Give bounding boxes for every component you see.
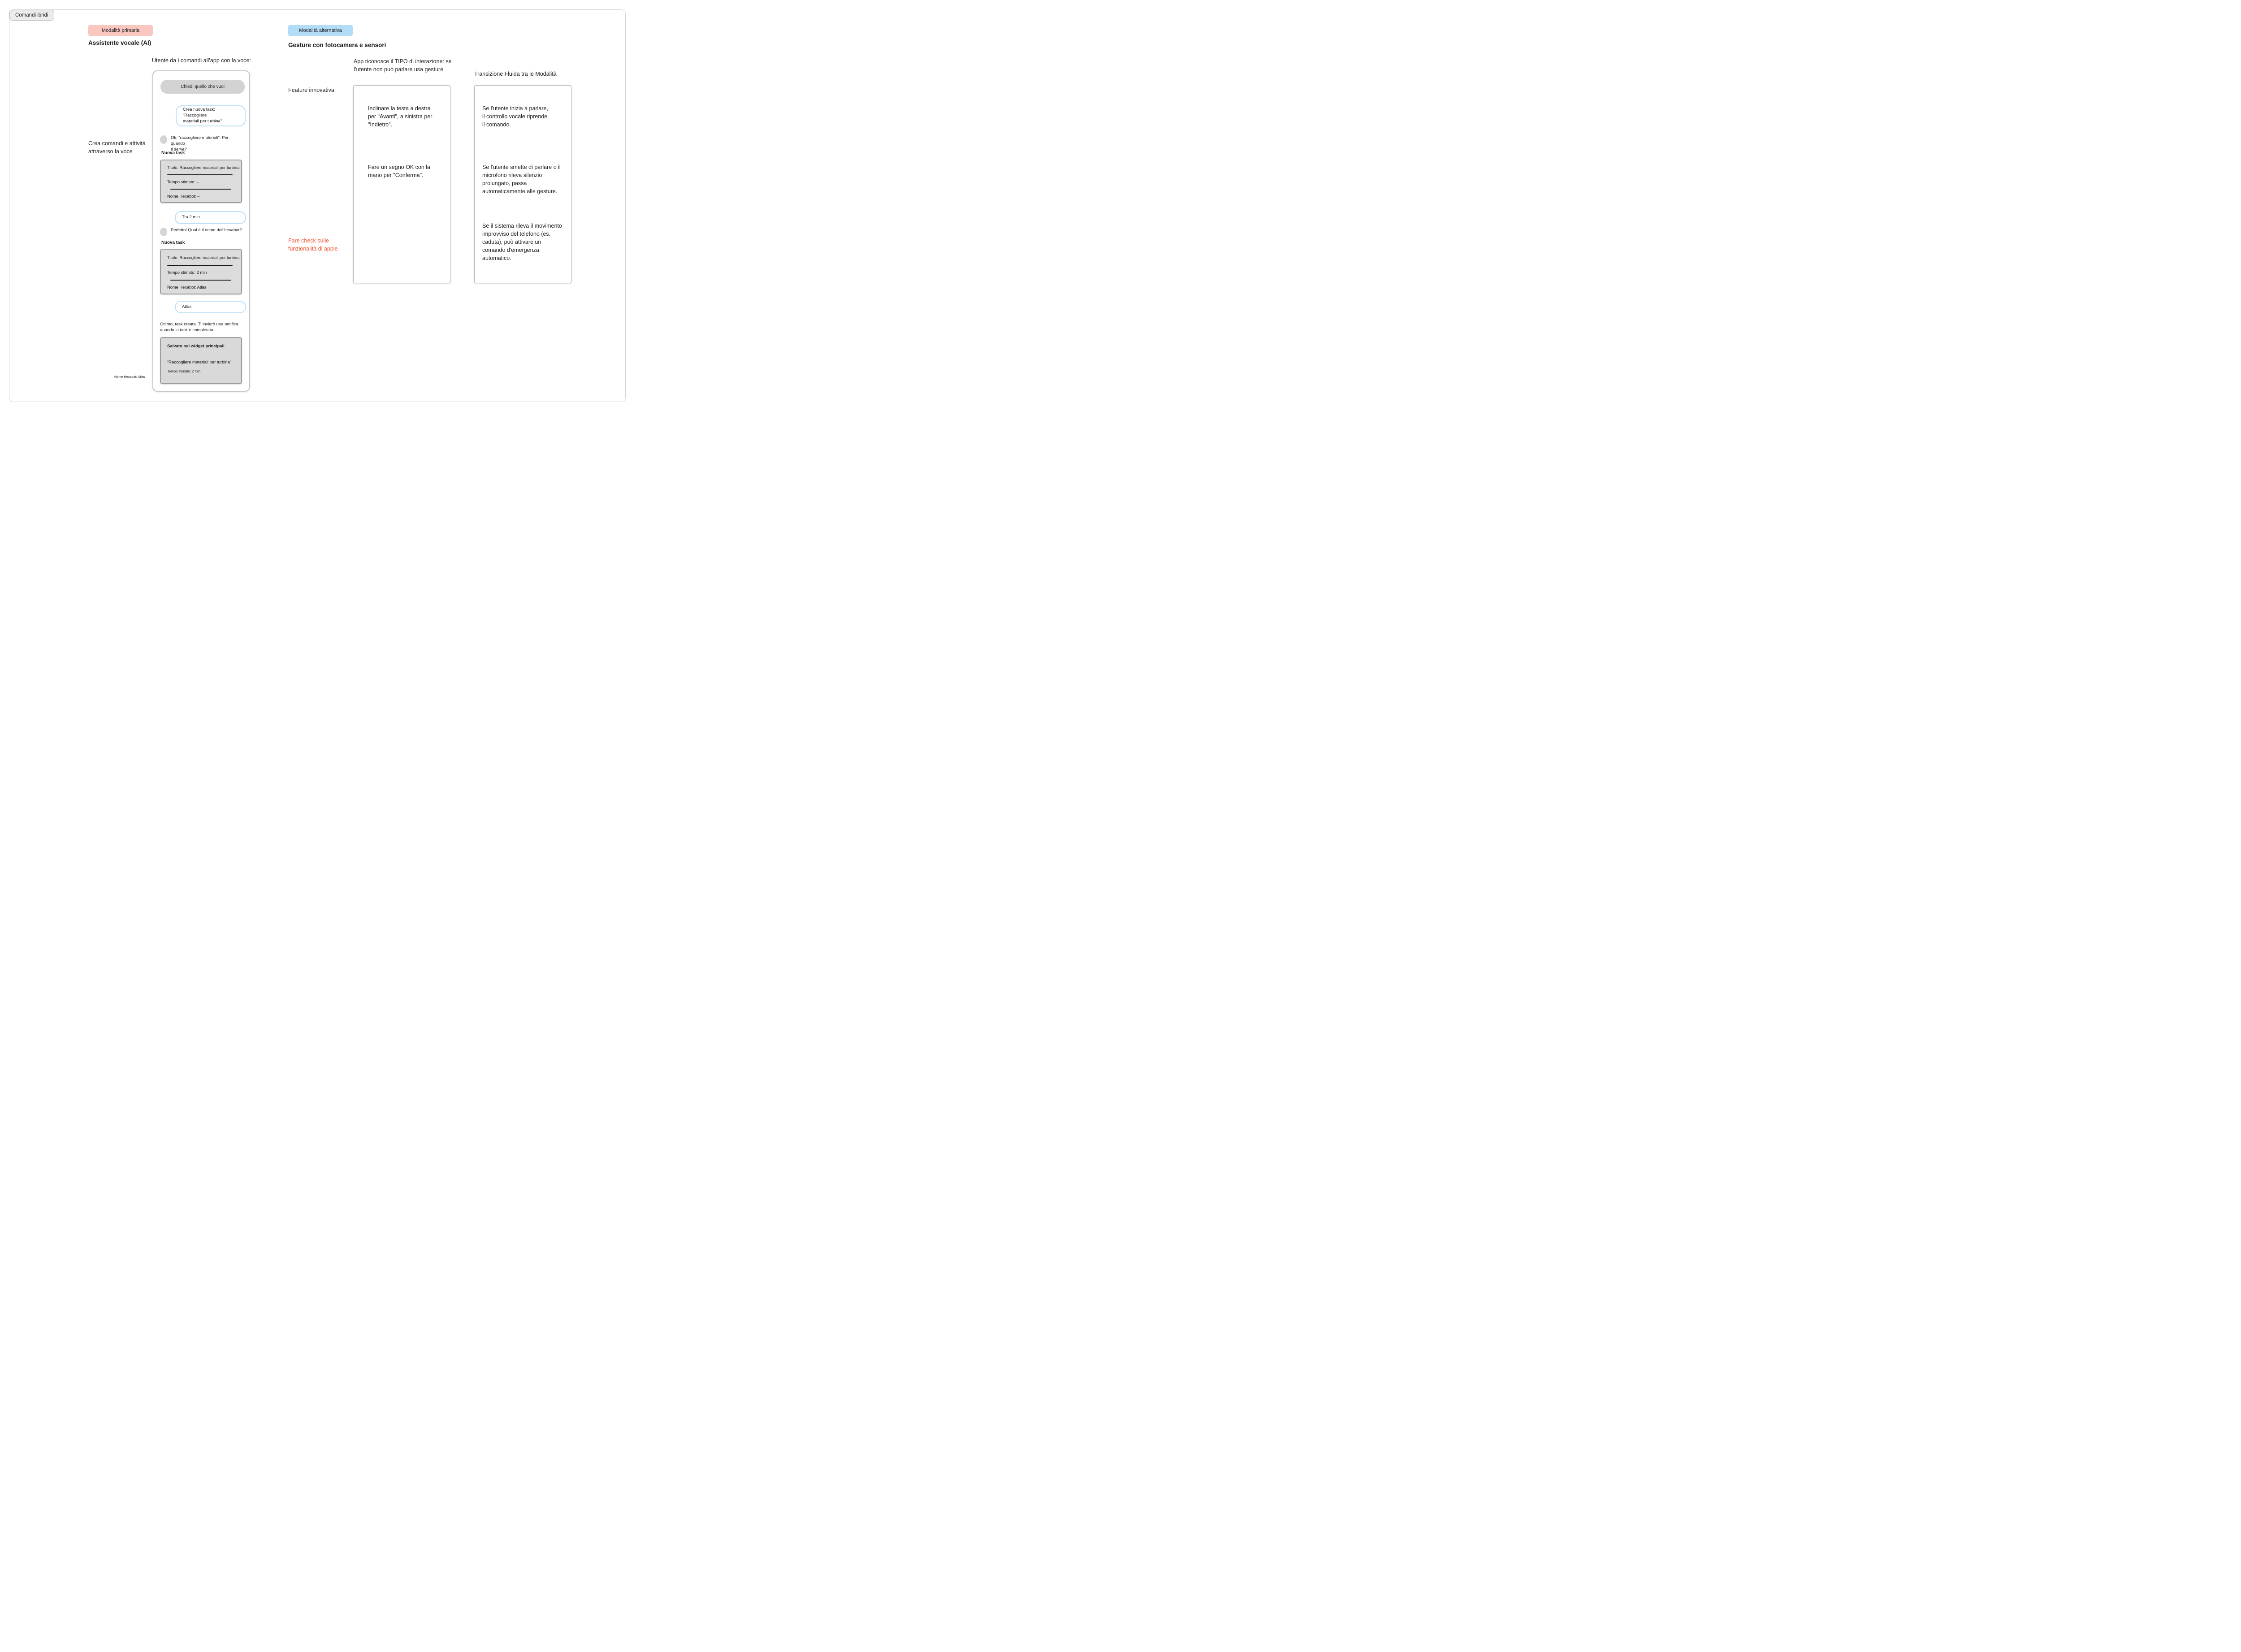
alt-mode-badge[interactable]: Modalità alternativa bbox=[288, 25, 353, 36]
transition-item-2: Se l'utente smette di parlare o il micro… bbox=[482, 164, 561, 195]
task-card-2[interactable]: Titolo: Raccogliere materiali per turbin… bbox=[160, 249, 242, 294]
divider bbox=[170, 189, 231, 190]
transition-box[interactable]: Se l'utente inizia a parlare, il control… bbox=[474, 85, 571, 283]
primary-mode-badge[interactable]: Modalità primaria bbox=[88, 25, 153, 36]
transition-heading[interactable]: Transizione Fluida tra le Modalità bbox=[474, 71, 557, 77]
whiteboard-canvas[interactable]: Comandi ibridi Modalità primaria Assiste… bbox=[0, 0, 635, 413]
primary-subtitle[interactable]: Utente da i comandi all’app con la voce: bbox=[152, 57, 251, 64]
transition-item-3: Se il sistema rileva il movimento improv… bbox=[482, 223, 562, 261]
frame-tag[interactable]: Comandi ibridi bbox=[9, 10, 54, 21]
widget-card-title: Salvato nei widget principali bbox=[167, 344, 225, 349]
assistant-closing-message: Ottimo, task creata. Ti invierò una noti… bbox=[160, 322, 238, 333]
task-card-titolo: Titolo: Raccogliere materiali per turbin… bbox=[167, 165, 240, 170]
voice-side-note[interactable]: Crea comandi e attività attraverso la vo… bbox=[88, 140, 146, 155]
widget-card[interactable]: Salvato nei widget principali “Raccoglie… bbox=[160, 337, 242, 384]
user-bubble-3[interactable]: Atlas bbox=[175, 301, 246, 313]
feature-note[interactable]: Feature innovativa bbox=[288, 87, 334, 93]
primary-heading[interactable]: Assistente vocale (AI) bbox=[88, 39, 151, 46]
assistant-avatar bbox=[160, 135, 167, 144]
divider bbox=[170, 280, 231, 281]
phone-mockup[interactable]: Chiedi quello che vuoi Crea nuova task: … bbox=[152, 70, 250, 392]
transition-item-1: Se l'utente inizia a parlare, il control… bbox=[482, 105, 548, 128]
widget-card-tempo: Tempo stimato: 2 min bbox=[167, 369, 201, 373]
assistant-message-2: Perfetto! Qual è il nome dell’hexabot? bbox=[171, 228, 242, 233]
user-bubble-2[interactable]: Tra 2 min bbox=[175, 211, 246, 224]
task-card-tempo: Tempo stimato: – bbox=[167, 180, 199, 184]
prompt-pill[interactable]: Chiedi quello che vuoi bbox=[160, 80, 245, 94]
gesture-item-2: Fare un segno OK con la mano per "Confer… bbox=[368, 164, 430, 178]
hexabot-name-note[interactable]: Nome Hexabot: Atlas bbox=[114, 375, 145, 379]
apple-check-note[interactable]: Fare check sulle funzionalità di apple bbox=[288, 238, 338, 252]
alt-heading[interactable]: Gesture con fotocamera e sensori bbox=[288, 42, 386, 48]
user-bubble-1[interactable]: Crea nuova task: “Raccogliere materiali … bbox=[176, 105, 246, 126]
task-card-tempo: Tempo stimato: 2 min bbox=[167, 270, 207, 275]
gesture-box[interactable]: Inclinare la testa a destra per "Avanti"… bbox=[353, 85, 450, 283]
recognition-note[interactable]: App riconosce il TIPO di interazione: se… bbox=[354, 58, 452, 73]
gesture-item-1: Inclinare la testa a destra per "Avanti"… bbox=[368, 105, 433, 128]
task-section-label-1: Nuova task bbox=[161, 151, 185, 156]
assistant-avatar bbox=[160, 228, 167, 236]
task-card-nome: Nome Hexabot: Atlas bbox=[167, 285, 207, 290]
task-card-nome: Nome Hexabot: – bbox=[167, 194, 200, 199]
assistant-message-1: Ok, “raccogliere materiali”. Per quando … bbox=[171, 135, 229, 152]
task-section-label-2: Nuova task bbox=[161, 240, 185, 245]
task-card-1[interactable]: Titolo: Raccogliere materiali per turbin… bbox=[160, 160, 242, 203]
widget-card-task: “Raccogliere materiali per turbina” bbox=[167, 360, 232, 365]
task-card-titolo: Titolo: Raccogliere materiali per turbin… bbox=[167, 255, 240, 260]
divider bbox=[167, 265, 233, 266]
divider bbox=[167, 174, 233, 176]
